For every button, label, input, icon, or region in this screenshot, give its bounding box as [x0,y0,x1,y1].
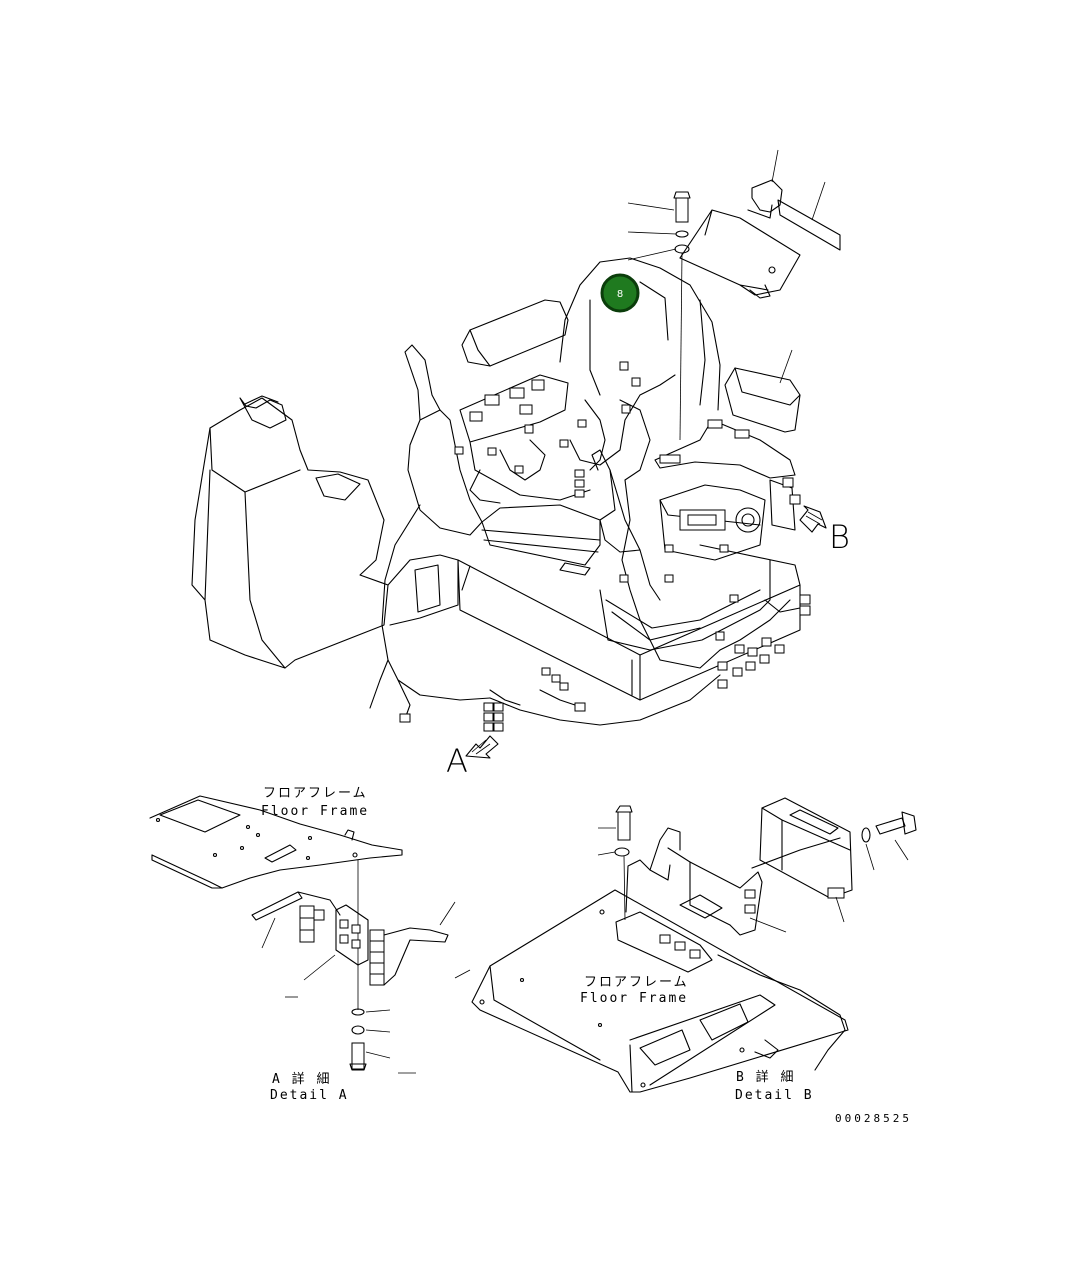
detail-b-drawing [454,797,917,1093]
detail-b-en: Detail B [735,1088,814,1103]
floor-frame-b-jp: フロアフレーム [584,975,689,990]
floor-frame-a-en: Floor Frame [261,804,369,819]
view-letter-b: B [829,518,850,556]
detail-a-en: Detail A [270,1088,349,1103]
callout-marker[interactable]: 8 [600,273,640,313]
drawing-number: 00028525 [835,1112,912,1125]
floor-frame-a-jp: フロアフレーム [263,786,368,801]
arrow-b-icon [799,505,827,533]
detail-a-jp: A 詳 細 [272,1071,331,1087]
view-letter-a: A [446,742,468,780]
arrow-a-icon [465,735,499,759]
main-assembly [191,149,841,759]
detail-a-drawing [149,795,456,1074]
callout-number: 8 [617,289,623,300]
detail-b-jp: B 詳 細 [736,1069,795,1085]
floor-frame-b-en: Floor Frame [580,991,688,1006]
